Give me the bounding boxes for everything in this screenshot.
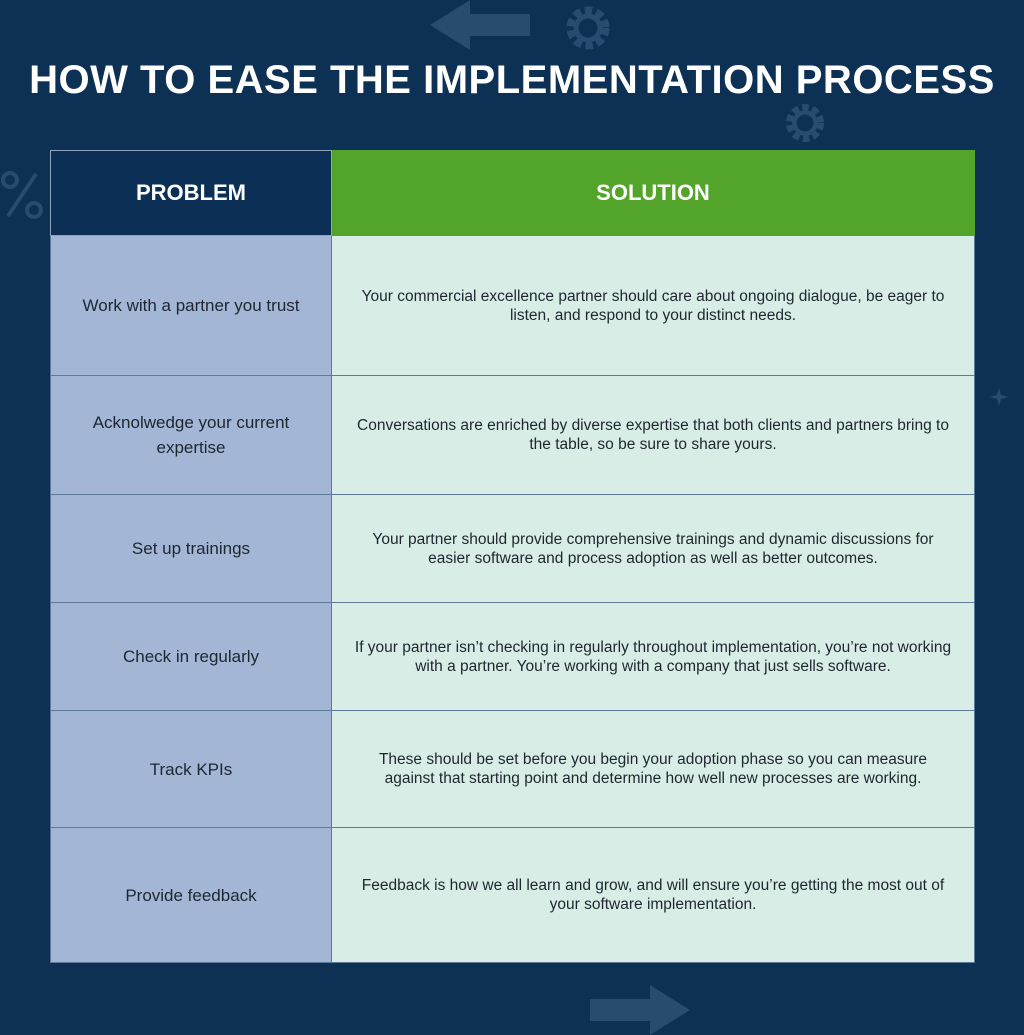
page-title: HOW TO EASE THE IMPLEMENTATION PROCESS	[29, 58, 995, 102]
percent-icon	[1, 171, 43, 219]
problem-solution-table: PROBLEM SOLUTION Work with a partner you…	[50, 150, 975, 963]
solution-cell: Your commercial excellence partner shoul…	[331, 235, 975, 376]
gear-icon	[785, 103, 825, 143]
table-header-row: PROBLEM SOLUTION	[50, 150, 975, 236]
arrow-right-icon	[590, 985, 690, 1035]
arrow-left-icon	[430, 0, 530, 50]
table-row: Track KPIs These should be set before yo…	[50, 710, 975, 828]
problem-cell: Check in regularly	[50, 602, 332, 711]
problem-cell: Track KPIs	[50, 710, 332, 828]
sparkle-icon	[990, 388, 1008, 406]
gear-icon	[566, 6, 610, 50]
solution-cell: Feedback is how we all learn and grow, a…	[331, 827, 975, 963]
table-row: Check in regularly If your partner isn’t…	[50, 602, 975, 711]
table-row: Work with a partner you trust Your comme…	[50, 235, 975, 376]
solution-cell: Conversations are enriched by diverse ex…	[331, 375, 975, 495]
table-row: Acknolwedge your current expertise Conve…	[50, 375, 975, 495]
solution-cell: If your partner isn’t checking in regula…	[331, 602, 975, 711]
problem-cell: Set up trainings	[50, 494, 332, 603]
problem-cell: Provide feedback	[50, 827, 332, 963]
solution-cell: Your partner should provide comprehensiv…	[331, 494, 975, 603]
table-row: Set up trainings Your partner should pro…	[50, 494, 975, 603]
solution-cell: These should be set before you begin you…	[331, 710, 975, 828]
problem-cell: Work with a partner you trust	[50, 235, 332, 376]
table-row: Provide feedback Feedback is how we all …	[50, 827, 975, 963]
header-solution: SOLUTION	[331, 150, 975, 236]
header-problem: PROBLEM	[50, 150, 332, 236]
problem-cell: Acknolwedge your current expertise	[50, 375, 332, 495]
